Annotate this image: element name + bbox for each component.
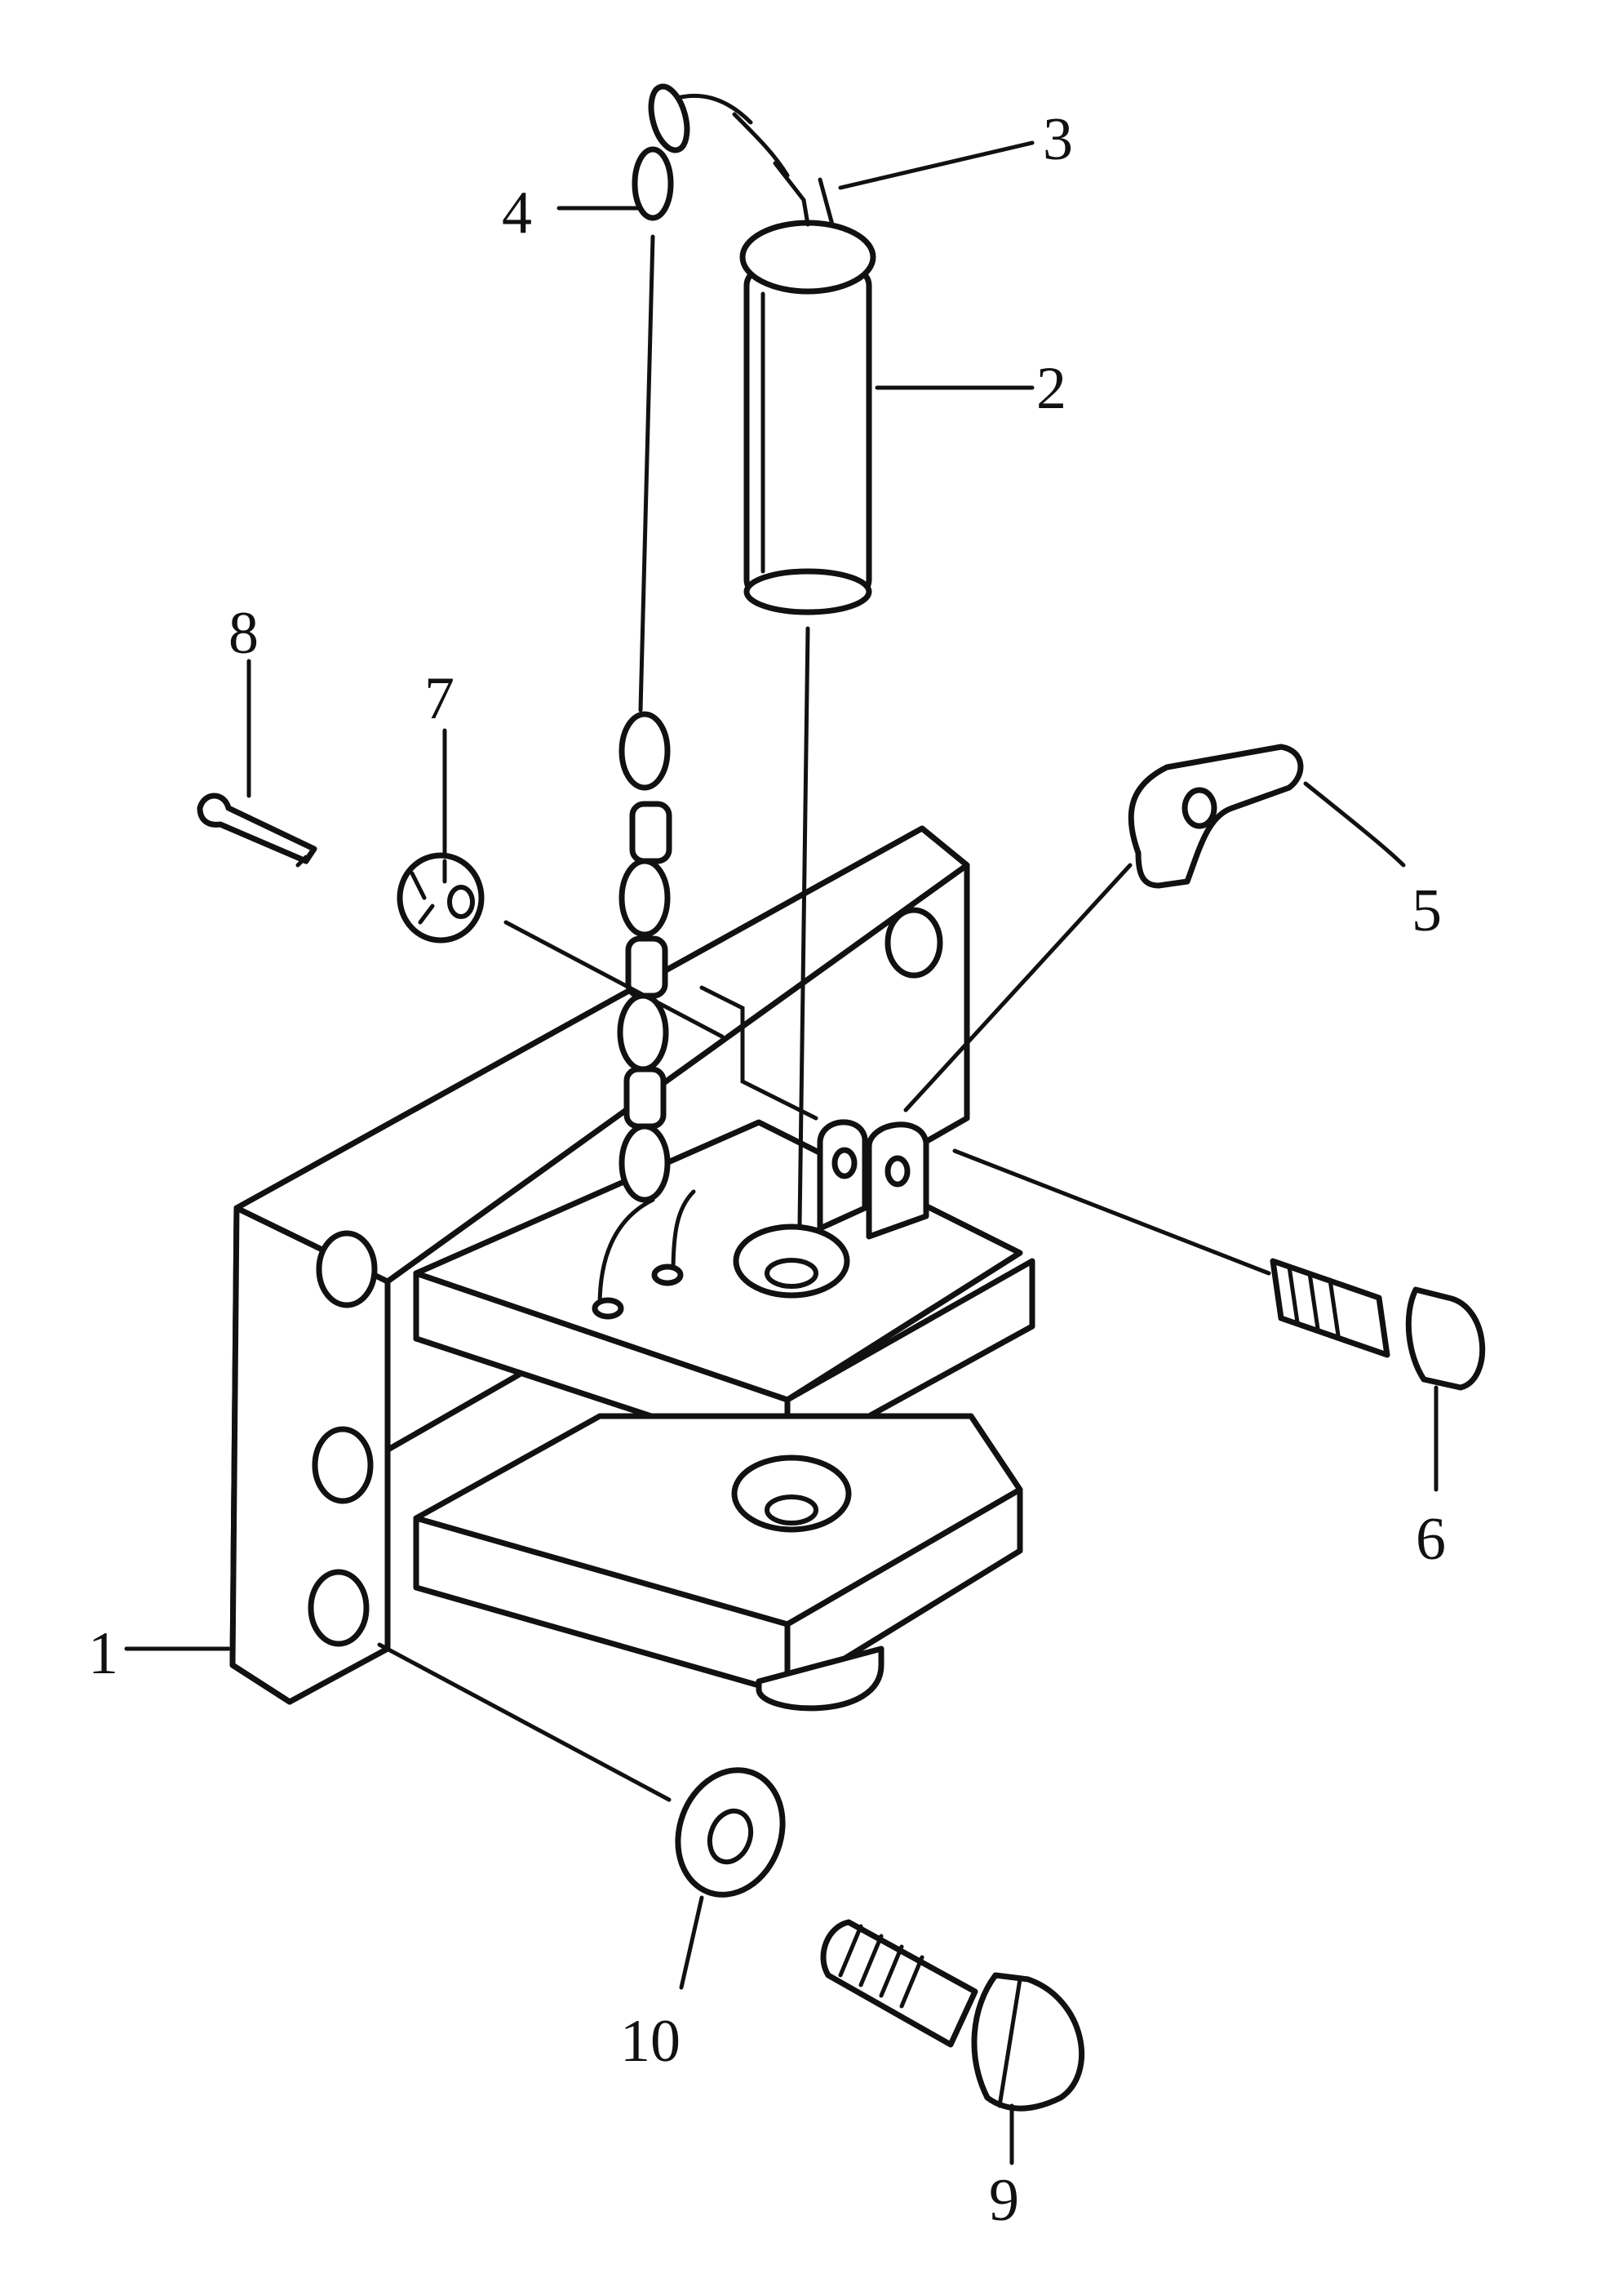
lock-washer [377,1642,786,1898]
label-9: 9 [989,2167,1019,2234]
upper-jaw [413,1119,1035,1464]
label-1: 1 [88,1620,118,1687]
hex-bolt-bottom [820,1919,1085,2165]
coupling-pin [739,220,876,1227]
part-labels: 1 2 3 4 5 6 7 8 9 10 [88,106,1446,2234]
latch [903,744,1304,1112]
label-7: 7 [424,665,454,732]
label-10: 10 [620,2008,681,2075]
label-2: 2 [1036,355,1066,422]
chain [617,83,835,1203]
label-4: 4 [502,180,532,246]
lower-jaw [413,1413,1023,1712]
hex-bolt-right [952,1148,1486,1391]
label-3: 3 [1043,106,1073,173]
cotter-pin [197,793,317,868]
label-6: 6 [1416,1506,1446,1573]
leader-lines [124,140,1439,1990]
label-5: 5 [1412,877,1442,944]
label-8: 8 [228,600,259,667]
castle-nut [397,852,725,1039]
